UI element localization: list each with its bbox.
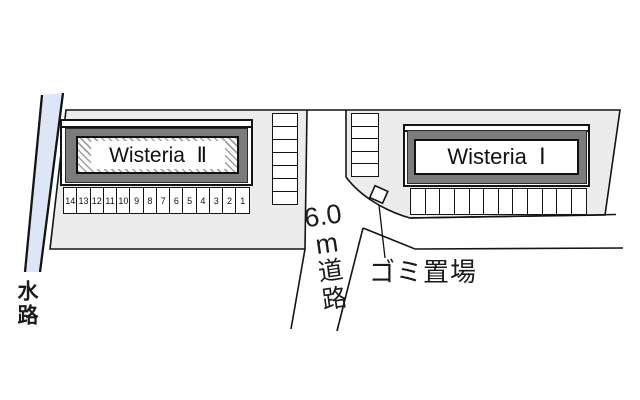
waterway-label: 水路	[15, 280, 38, 328]
parking-space	[541, 188, 558, 215]
road-kanji-2: 路	[320, 283, 349, 315]
parcel-right-bottom-line	[409, 213, 617, 219]
parking-space-number: 10	[118, 195, 129, 206]
parking-space	[512, 188, 529, 215]
parking-space-number: 4	[200, 195, 206, 206]
parking-space-number: 12	[91, 195, 102, 206]
parking-space	[410, 188, 426, 215]
parking-row-left: 14 13 12 11 10 9 8 7 6 5 4 3 2 1	[63, 187, 251, 214]
parking-space	[497, 188, 514, 215]
parking-space	[439, 188, 456, 215]
parking-space	[556, 188, 573, 215]
parking-space	[424, 188, 441, 215]
south-road-line	[362, 227, 624, 250]
parking-space	[453, 188, 470, 215]
parking-space	[527, 188, 544, 215]
parking-space-number: 8	[147, 195, 153, 206]
garbage-box-shape	[368, 184, 389, 205]
road-left-edge-line	[290, 248, 306, 330]
parking-space-number: 9	[134, 195, 140, 206]
parking-space	[468, 188, 485, 215]
waterway-right-edge-line	[38, 92, 65, 273]
waterway-left-edge-line	[23, 94, 44, 273]
road-kanji-1: 道	[316, 255, 345, 287]
road-right-edge-line	[336, 227, 364, 332]
parking-space	[571, 188, 587, 215]
parking-row-right	[410, 188, 587, 215]
waterway-shape	[25, 93, 63, 272]
parking-space-number: 7	[160, 195, 166, 206]
garbage-leader-line	[378, 204, 386, 259]
parking-space: 10	[116, 187, 131, 214]
road-unit-text: m	[313, 226, 340, 260]
building-wisteria-1-label: Wisteria Ⅰ	[414, 139, 579, 175]
parking-space-number: 11	[105, 195, 115, 206]
garbage-area-label: ゴミ置場	[369, 257, 478, 287]
parking-space	[483, 188, 500, 215]
stall-cell	[351, 163, 379, 178]
stall-cell	[272, 190, 298, 205]
parking-space-number: 3	[213, 195, 219, 206]
parking-space-number: 1	[240, 195, 246, 206]
building-wisteria-2-roofline	[61, 126, 252, 128]
parking-space-number: 6	[173, 195, 179, 206]
stall-column-right	[351, 113, 379, 178]
parking-space: 1	[235, 187, 251, 214]
stall-column-left	[272, 113, 298, 205]
parking-space-number: 5	[187, 195, 193, 206]
parking-space-number: 2	[226, 195, 232, 206]
building-wisteria-2-label: Wisteria Ⅱ	[91, 141, 225, 169]
parking-space-number: 13	[78, 195, 89, 206]
parking-space-number: 14	[65, 195, 76, 206]
